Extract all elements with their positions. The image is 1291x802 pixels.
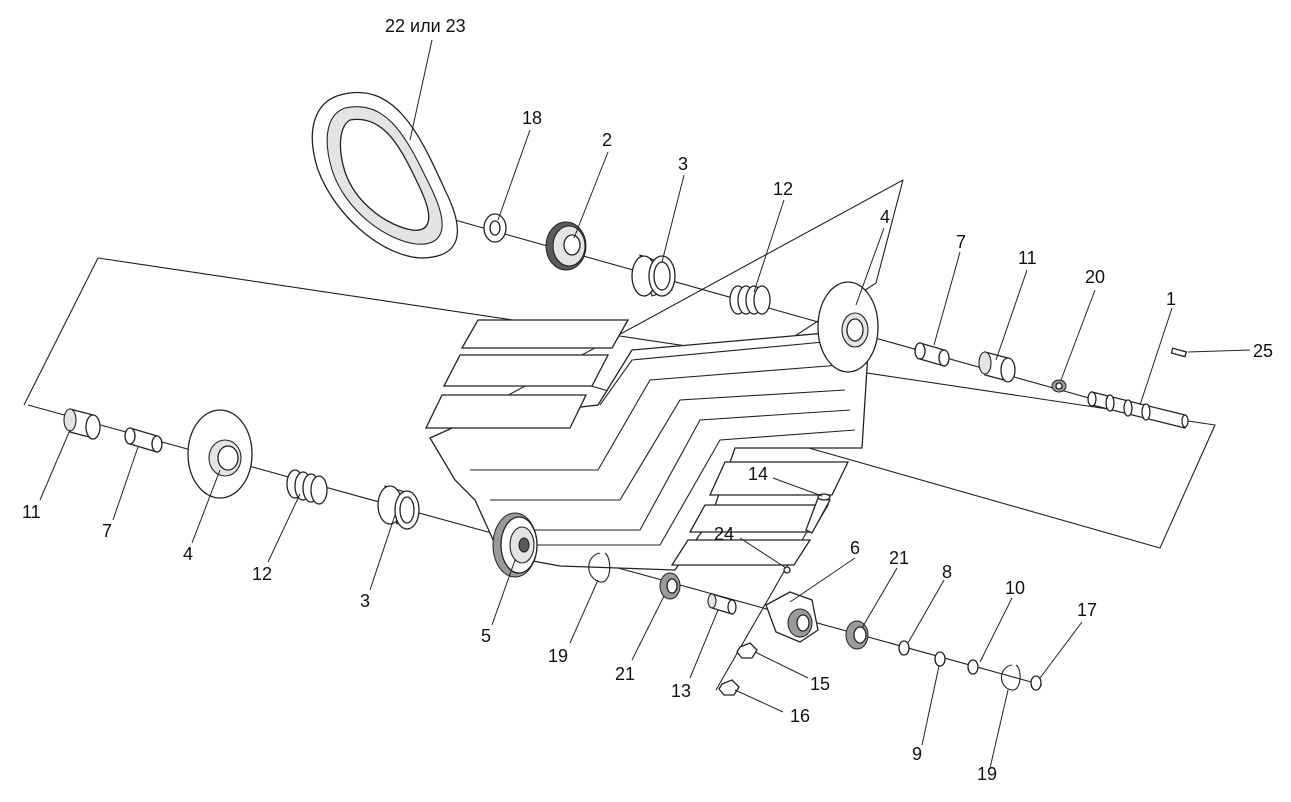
spring-part-12-top (729, 285, 771, 315)
label-part-12-top: 12 (773, 179, 793, 199)
label-part-5: 5 (481, 626, 491, 646)
part-labels: 22 или 23 18 2 3 12 4 7 11 20 1 25 11 7 … (22, 16, 1273, 784)
label-part-24: 24 (714, 524, 734, 544)
housing-cover (424, 319, 869, 571)
shaft-part-1 (1087, 391, 1189, 429)
label-part-2: 2 (602, 130, 612, 150)
pin-part-25 (1170, 347, 1188, 358)
label-part-21-b: 21 (889, 548, 909, 568)
label-part-3-left: 3 (360, 591, 370, 611)
bracket-part-6 (765, 591, 819, 643)
leader-lines (39, 39, 1251, 769)
bushing-part-7-left (124, 427, 163, 453)
label-part-19-b: 19 (977, 764, 997, 784)
label-part-7-top: 7 (956, 232, 966, 252)
label-part-7-left: 7 (102, 521, 112, 541)
nut-part-15 (736, 642, 758, 659)
label-part-13: 13 (671, 681, 691, 701)
label-part-14: 14 (748, 464, 768, 484)
disc-part-4-top (817, 281, 879, 373)
label-part-18: 18 (522, 108, 542, 128)
bearing-part-21-a (659, 572, 681, 600)
label-part-8: 8 (942, 562, 952, 582)
belt-part-22-23 (311, 92, 459, 259)
bearing-part-3-left (377, 485, 420, 530)
sleeve-part-11-top (978, 351, 1016, 383)
label-part-25: 25 (1253, 341, 1273, 361)
ring-part-8 (898, 640, 910, 656)
label-part-6: 6 (850, 538, 860, 558)
ring-part-17 (1030, 675, 1042, 691)
disc-part-4-left (187, 409, 253, 499)
label-part-16: 16 (790, 706, 810, 726)
spring-part-12-left (286, 469, 328, 505)
label-part-20: 20 (1085, 267, 1105, 287)
label-part-19-a: 19 (548, 646, 568, 666)
label-part-4-left: 4 (183, 544, 193, 564)
label-part-17: 17 (1077, 600, 1097, 620)
pulley-part-5 (492, 512, 538, 578)
nipple-part-20 (1051, 379, 1067, 393)
label-part-11-top: 11 (1018, 248, 1037, 268)
washer-part-18 (483, 213, 507, 243)
nut-part-16 (718, 679, 740, 696)
snap-ring-part-19-a (588, 552, 611, 583)
snap-ring-part-19-b (1000, 664, 1021, 691)
bushing-part-7-top (914, 342, 950, 367)
bearing-part-21-b (845, 620, 869, 650)
label-part-3-top: 3 (678, 154, 688, 174)
label-part-12-left: 12 (252, 564, 272, 584)
label-part-21-a: 21 (615, 664, 635, 684)
label-part-11-left: 11 (22, 502, 41, 522)
label-part-10: 10 (1005, 578, 1025, 598)
nut-part-24 (783, 566, 791, 574)
ring-part-9 (934, 651, 946, 667)
spacer-part-13 (707, 593, 737, 615)
label-belt-22-23: 22 или 23 (385, 16, 466, 36)
seal-part-2 (545, 221, 587, 271)
bearing-part-3-top (631, 254, 676, 297)
label-part-9: 9 (912, 744, 922, 764)
label-part-4-top: 4 (880, 207, 890, 227)
label-part-15: 15 (810, 674, 830, 694)
ring-part-10 (967, 659, 979, 675)
label-part-1: 1 (1166, 289, 1176, 309)
sleeve-part-11-left (63, 408, 101, 440)
